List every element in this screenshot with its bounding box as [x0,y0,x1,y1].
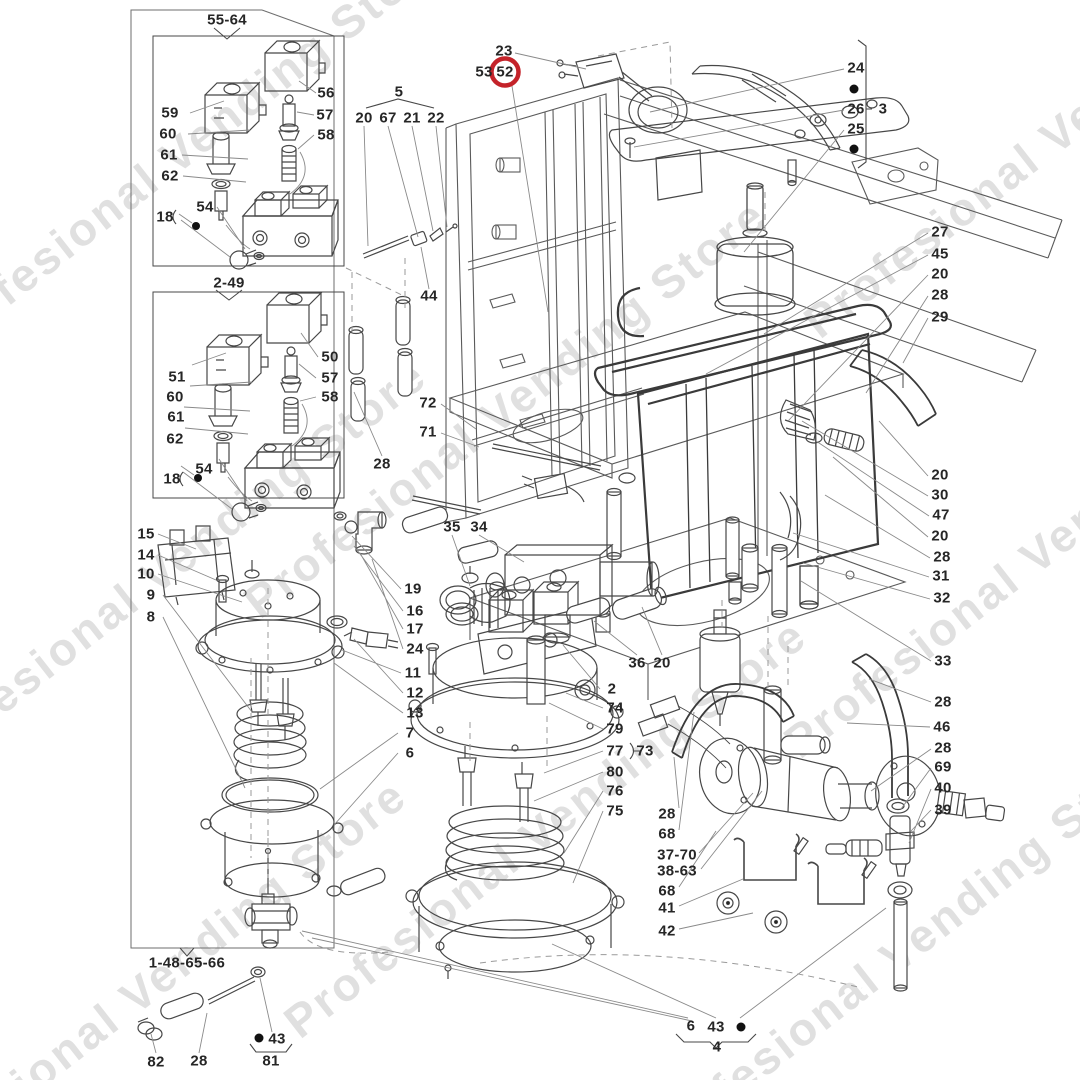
bottom-tube-kit [137,847,386,1041]
leader-lines [150,52,932,1054]
pump-assembly [637,683,1006,934]
hose-cluster-right [741,349,937,593]
group-brackets [172,39,872,1053]
watermark-text: Profesional Vending Store [774,328,1080,768]
screw-dots [254,84,859,1043]
chassis-frame [445,77,1063,700]
thermostat-bracket [556,53,910,201]
highlight-circle-52 [489,56,521,88]
center-boiler-assembly [405,566,625,979]
relay-15 [157,525,236,606]
water-tank-assembly [491,182,892,765]
outlet-valve-assembly [825,653,915,992]
left-boiler-assembly [195,560,399,898]
watermark-text: Profesional Vending Store [0,0,456,368]
watermark-text: Profesional Vending Store [0,768,416,1080]
loose-tubes [566,586,667,624]
dashed-lines [250,41,863,989]
